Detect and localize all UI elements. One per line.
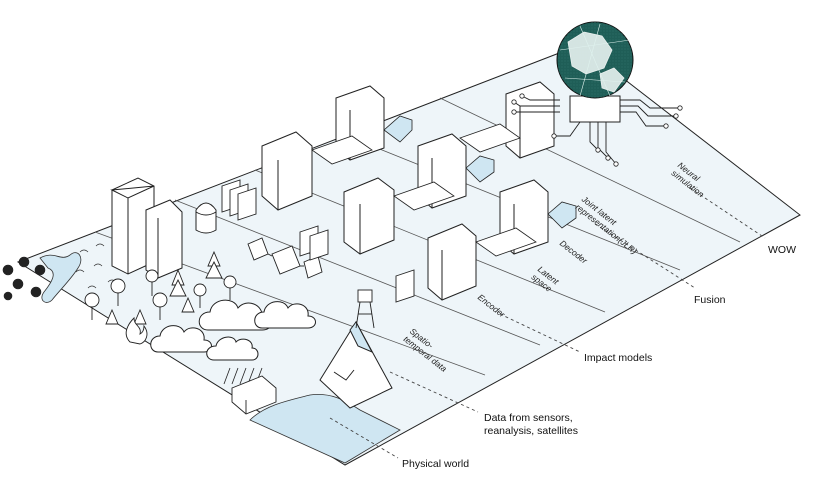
tower-icon <box>355 289 375 329</box>
leader-lines <box>329 187 766 459</box>
data-sheet-icons <box>221 179 415 303</box>
mountain-icon <box>319 321 393 409</box>
globe-icon <box>556 21 634 99</box>
flow-arrows <box>383 115 577 229</box>
house-icon <box>231 375 277 415</box>
data-sources-label: Data from sensors, reanalysis, satellite… <box>484 412 578 437</box>
impact-models-label: Impact models <box>584 352 653 364</box>
circuit-nodes <box>511 93 683 167</box>
physical-world-label: Physical world <box>402 458 470 470</box>
fusion-label: Fusion <box>694 294 726 306</box>
storm-cloud-icons <box>150 299 316 361</box>
tree-icons <box>84 250 237 325</box>
chip-icon <box>569 95 621 123</box>
sunflower-icons <box>2 256 46 301</box>
model-panels <box>261 81 555 301</box>
water-bodies <box>39 252 401 464</box>
wow-label: WOW <box>768 244 796 256</box>
fire-icon <box>125 316 148 345</box>
latent-grids <box>311 123 537 257</box>
building-icons <box>110 177 217 279</box>
